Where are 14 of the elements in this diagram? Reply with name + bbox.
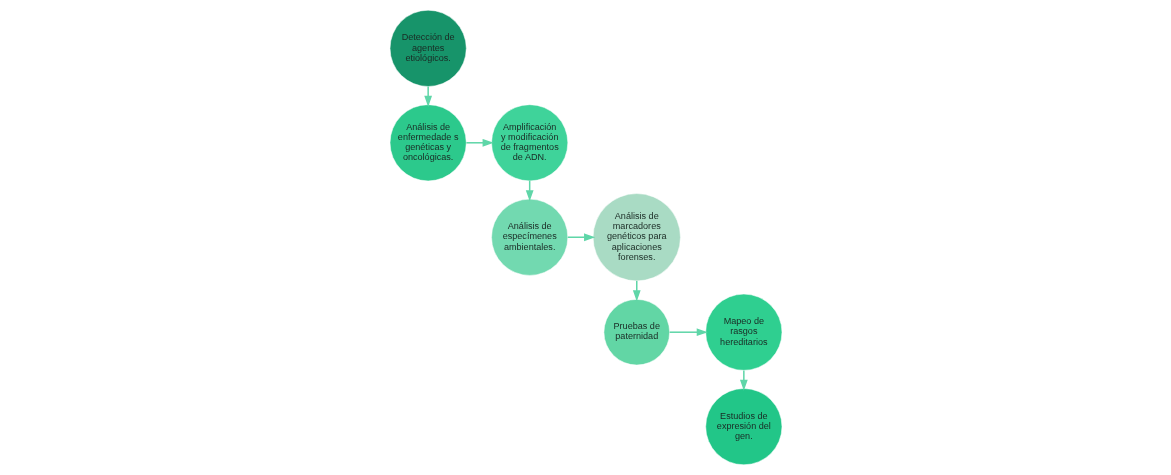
node-circle: Mapeo de rasgos hereditarios	[704, 293, 782, 371]
node-circle: Detección de agentes etiológicos.	[389, 9, 467, 87]
arrow	[739, 369, 748, 391]
node-circle: Análisis de especímenes ambientales.	[490, 198, 568, 276]
arrow	[566, 233, 595, 242]
arrow	[465, 138, 494, 147]
node-circle: Pruebas de paternidad	[603, 299, 670, 366]
arrow	[668, 328, 708, 337]
node-circle: Amplificación y modificación de fragmentos de ADN.	[490, 104, 568, 182]
node-circle: Análisis de marcadores genéticos para aplicaciones forenses.	[592, 193, 681, 282]
arrow	[632, 280, 641, 302]
node-circle: Estudios de expresión del gen.	[704, 388, 782, 466]
arrow	[423, 85, 432, 107]
node-circle: Análisis de enfermedade s genéticas y oncológicas.	[389, 104, 467, 182]
